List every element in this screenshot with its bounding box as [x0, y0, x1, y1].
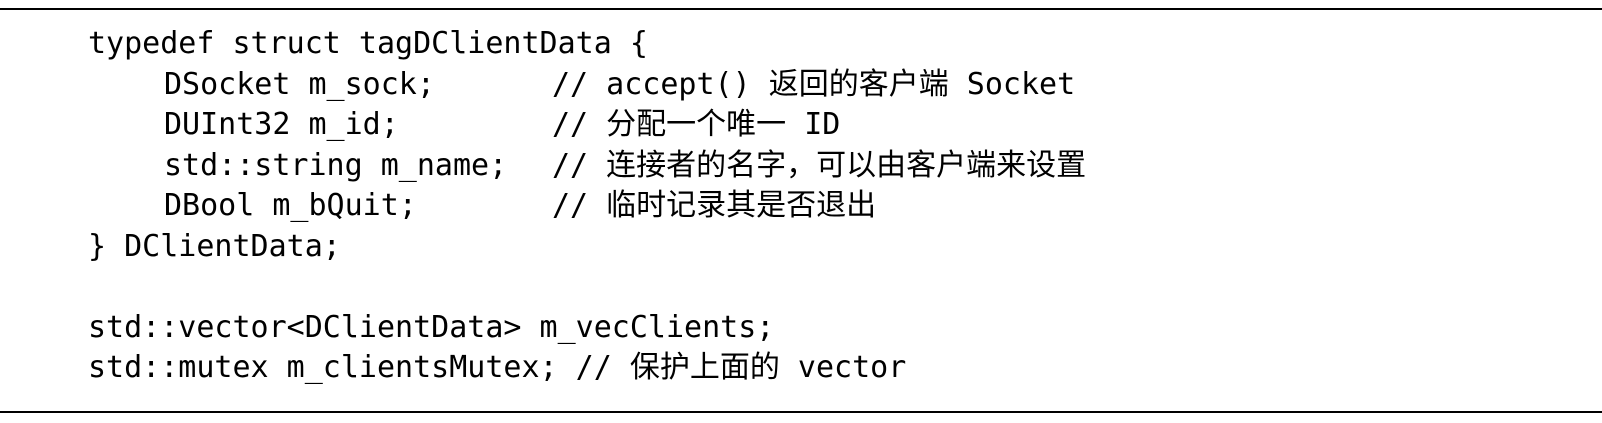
code-block: typedef struct tagDClientData { DSocket … [88, 24, 1086, 389]
struct-close-line: } DClientData; [88, 228, 341, 264]
field-comment: // accept() 返回的客户端 Socket [552, 66, 1076, 102]
field-decl: std::string m_name; [164, 147, 508, 183]
mutex-line: std::mutex m_clientsMutex; // 保护上面的 vect… [88, 350, 907, 385]
vector-line: std::vector<DClientData> m_vecClients; [88, 309, 775, 345]
blank-line [88, 267, 1086, 308]
field-line-name: std::string m_name; // 连接者的名字，可以由客户端来设置 [88, 146, 1086, 187]
field-decl: DBool m_bQuit; [164, 188, 417, 223]
field-line-id: DUInt32 m_id; // 分配一个唯一 ID [88, 105, 1086, 146]
field-comment: // 临时记录其是否退出 [552, 188, 877, 223]
bottom-rule [0, 411, 1602, 413]
field-decl: DSocket m_sock; [164, 66, 435, 102]
field-line-sock: DSocket m_sock; // accept() 返回的客户端 Socket [88, 65, 1086, 106]
field-decl: DUInt32 m_id; [164, 107, 399, 142]
field-comment: // 连接者的名字，可以由客户端来设置 [552, 147, 1087, 183]
field-comment: // 分配一个唯一 ID [552, 107, 841, 142]
struct-open-line: typedef struct tagDClientData { [88, 26, 648, 61]
top-rule [0, 8, 1602, 10]
field-line-quit: DBool m_bQuit; // 临时记录其是否退出 [88, 186, 1086, 227]
